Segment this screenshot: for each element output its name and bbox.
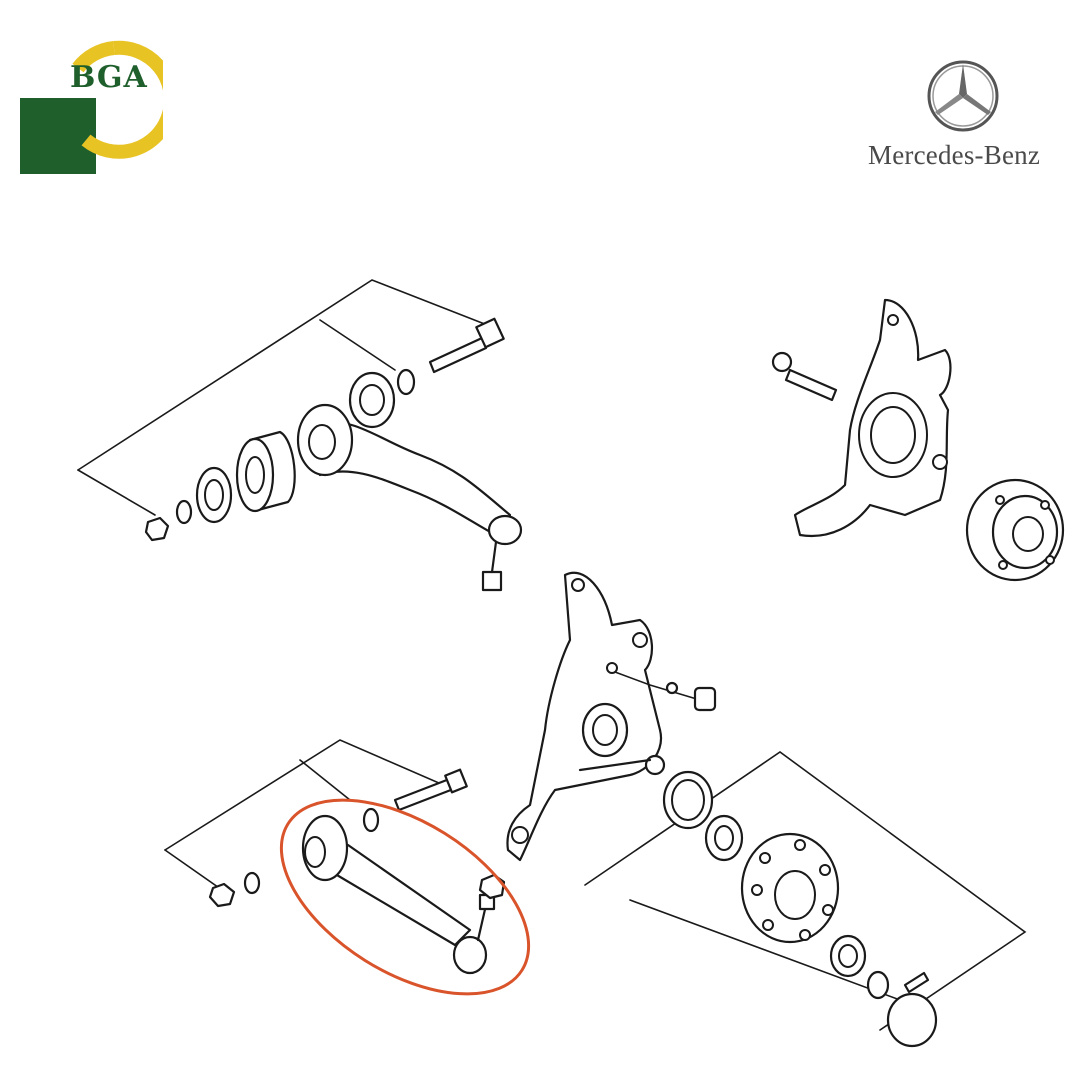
steering-knuckle-upper-right xyxy=(771,298,952,538)
washer-rear-arm-inner xyxy=(243,871,261,895)
bearing-rear xyxy=(704,814,744,862)
nut-arm-end xyxy=(481,570,503,592)
hub-flange xyxy=(740,832,840,944)
highlight-ring xyxy=(279,798,531,996)
bearing-outer xyxy=(829,934,867,978)
screw-small xyxy=(903,971,930,994)
rear-lower-control-arm-group xyxy=(164,739,506,975)
mercedes-logo xyxy=(925,58,1001,134)
washer-rear-arm xyxy=(362,807,380,833)
rear-lower-control-arm xyxy=(301,814,496,975)
rear-hub-assembly xyxy=(584,751,1027,1048)
rear-knuckle-center xyxy=(506,571,717,862)
three-pointed-star-icon xyxy=(927,60,999,132)
seal-ring xyxy=(662,770,714,830)
bearing-ring-lower xyxy=(195,466,233,524)
upper-control-arm-group xyxy=(77,279,523,592)
dust-cap xyxy=(886,992,938,1048)
bolt-knuckle xyxy=(771,351,838,402)
nut-knuckle xyxy=(693,686,717,712)
bolt-rear-arm xyxy=(393,768,468,812)
upper-control-arm xyxy=(296,403,523,592)
wheel-hub-upper-right xyxy=(965,478,1065,582)
bolt-upper xyxy=(428,317,505,374)
circlip xyxy=(866,970,890,1000)
washer-lower xyxy=(175,499,193,525)
bga-logo-text: BGA xyxy=(70,60,148,95)
nut-upper xyxy=(144,516,170,542)
mercedes-logo-text: Mercedes-Benz xyxy=(868,140,1041,170)
washer-upper xyxy=(396,368,416,396)
bushing-bearing-upper xyxy=(348,371,396,429)
nut-rear-arm-inner xyxy=(208,882,236,908)
bushing-cylinder xyxy=(235,430,296,513)
